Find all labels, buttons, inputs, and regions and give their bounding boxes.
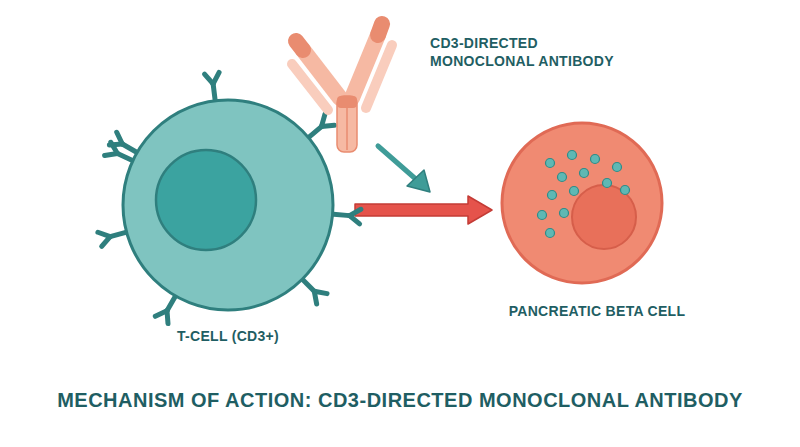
antibody-light-arm <box>366 45 392 108</box>
binding-arrow-head <box>407 170 430 192</box>
insulin-granule <box>560 209 569 218</box>
receptor-arm <box>98 232 110 236</box>
t-cell-body <box>123 100 333 310</box>
t-cell-label: T-CELL (CD3+) <box>90 328 366 346</box>
t-cell-nucleus <box>156 150 256 250</box>
insulin-granule <box>591 155 600 164</box>
antibody-hinge <box>337 96 357 108</box>
cd3-receptors <box>98 72 361 323</box>
process-arrow-shape <box>355 196 492 224</box>
beta-cell-label: PANCREATIC BETA CELL <box>492 303 702 321</box>
antibody-light-arm <box>292 64 328 110</box>
antibody-tip <box>296 41 303 50</box>
insulin-granule <box>570 187 579 196</box>
insulin-granule <box>558 173 567 182</box>
antibody-figure <box>292 24 392 152</box>
receptor-arm <box>321 125 334 126</box>
insulin-granule <box>613 163 622 172</box>
t-cell: T-CELL (CD3+) <box>90 60 355 355</box>
beta-cell-shape <box>492 115 702 330</box>
insulin-granule <box>568 151 577 160</box>
beta-cell-nucleus <box>572 185 636 249</box>
insulin-granule <box>580 169 589 178</box>
diagram-title: MECHANISM OF ACTION: CD3-DIRECTED MONOCL… <box>0 389 800 412</box>
insulin-granule <box>621 186 630 195</box>
insulin-granule <box>603 179 612 188</box>
insulin-granule <box>546 159 555 168</box>
t-cell-shape <box>90 60 355 355</box>
insulin-granule <box>538 211 547 220</box>
beta-cell: PANCREATIC BETA CELL <box>492 115 702 330</box>
antibody-stem <box>337 96 357 152</box>
antibody-label: CD3-DIRECTED MONOCLONAL ANTIBODY <box>430 35 630 70</box>
receptor-arm <box>111 142 118 153</box>
receptor-arm <box>213 72 219 84</box>
antibody-tip <box>378 24 382 35</box>
binding-arrow-shaft <box>378 146 418 181</box>
insulin-granule <box>548 191 557 200</box>
receptor-arm <box>155 311 167 317</box>
receptor-arm <box>314 291 316 304</box>
receptor-arm <box>350 216 360 224</box>
process-arrow <box>355 196 492 224</box>
beta-cell-body <box>502 123 662 283</box>
insulin-granule <box>546 229 555 238</box>
receptor-arm <box>117 132 123 144</box>
